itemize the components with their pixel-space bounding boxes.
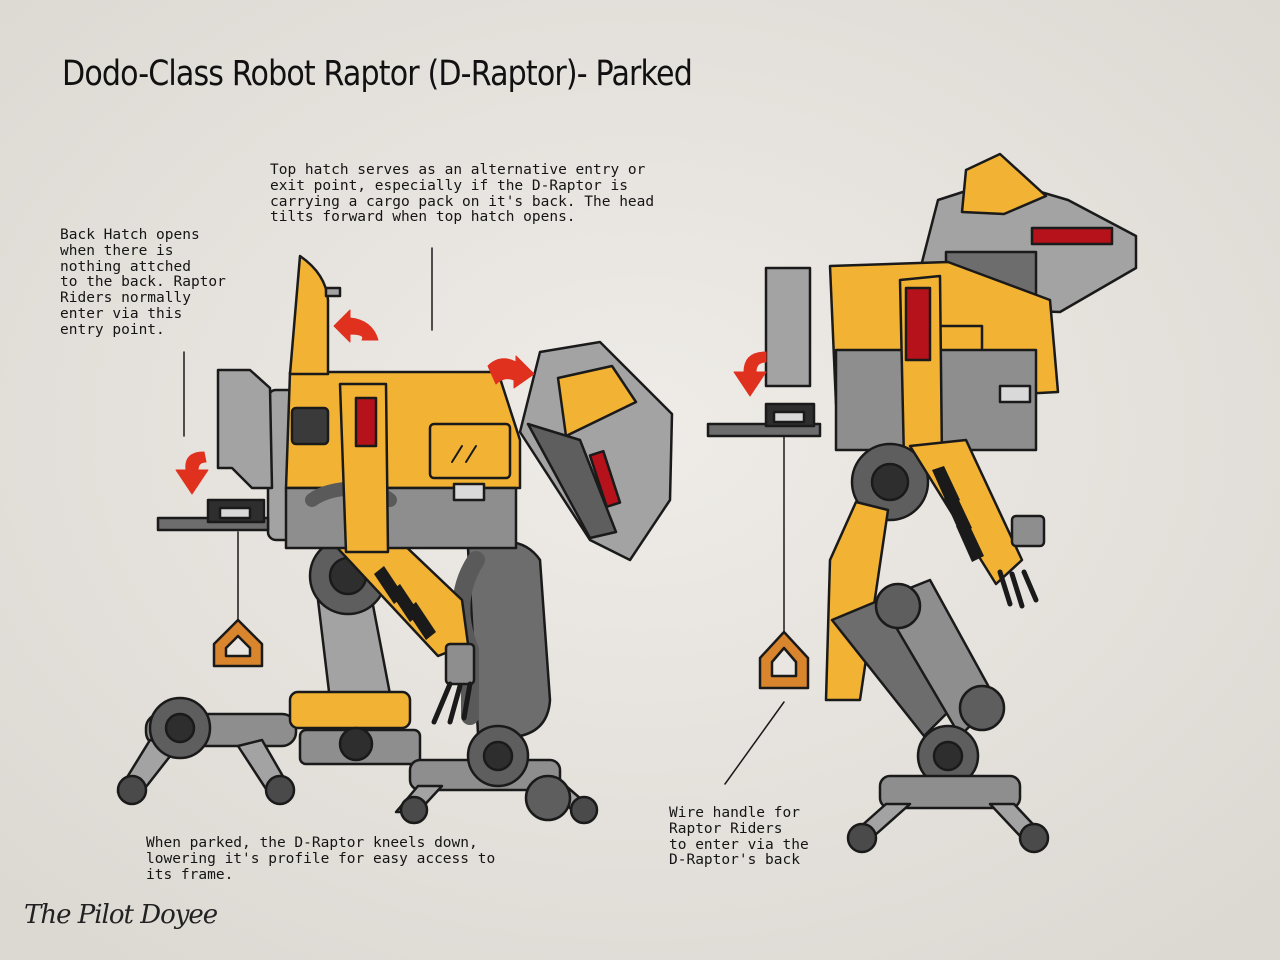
hip-joint-left (308, 518, 470, 658)
hatch-arrow-up-left (333, 309, 379, 343)
wire-handle-note: Wire handle for Raptor Riders to enter v… (669, 805, 809, 869)
wire-handle-left (212, 618, 264, 668)
hand-left (431, 642, 476, 725)
legs-right (824, 500, 1006, 788)
step-platform-left (156, 498, 270, 625)
step-platform-right (706, 402, 822, 637)
robot-kneeling-open (116, 254, 674, 825)
robot-standing-closed (706, 152, 1138, 854)
foot-right (846, 774, 1050, 854)
head-left (518, 340, 674, 562)
hand-right (997, 514, 1046, 609)
torso-right (764, 260, 1060, 452)
back-hatch-arrow-down-right (733, 351, 767, 397)
shoulder-plate-left (338, 382, 390, 554)
leader-line-wire-handle (724, 701, 785, 785)
back-hatch-left (216, 254, 342, 490)
front-leg-left (394, 540, 599, 825)
back-hatch-note: Back Hatch opens when there is nothing a… (60, 227, 226, 338)
torso-left (266, 370, 522, 550)
parked-note: When parked, the D-Raptor kneels down, l… (146, 835, 496, 883)
top-hatch-note: Top hatch serves as an alternative entry… (270, 162, 655, 226)
artist-signature: The Pilot Doyee (24, 900, 218, 930)
head-arrow-down-left (487, 355, 535, 389)
shoulder-plate-right (898, 274, 944, 462)
wire-handle-right (758, 630, 810, 690)
rear-foot-left (116, 696, 298, 806)
back-hatch-arrow-down-left (175, 451, 209, 495)
page-title: Dodo-Class Robot Raptor (D-Raptor)- Park… (62, 54, 693, 94)
hip-joint-right (850, 438, 1024, 586)
kneeling-leg-left (288, 598, 422, 766)
